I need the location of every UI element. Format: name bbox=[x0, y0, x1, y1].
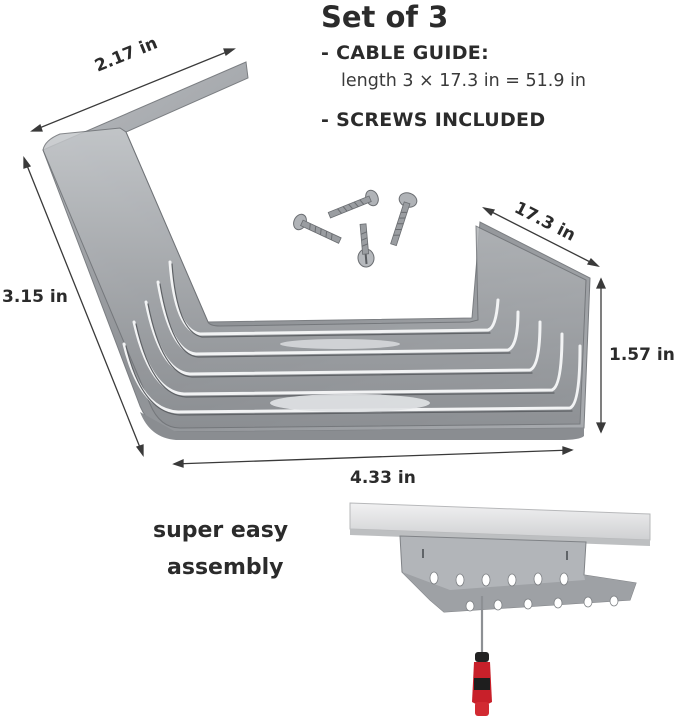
screw-4 bbox=[390, 192, 418, 247]
page-title: Set of 3 bbox=[321, 0, 449, 34]
assembly-line1: super easy bbox=[153, 518, 289, 543]
screw-1 bbox=[293, 213, 342, 244]
screwdriver-icon bbox=[472, 596, 492, 716]
dimension-lines bbox=[23, 48, 607, 468]
dim-label-bottom-width: 4.33 in bbox=[350, 468, 416, 488]
cable-guide-stack bbox=[42, 61, 591, 440]
dim-label-left-height: 3.15 in bbox=[2, 287, 68, 307]
dim-line-left-height bbox=[23, 157, 144, 456]
dim-line-depth bbox=[483, 207, 599, 267]
dim-line-top-width bbox=[31, 48, 235, 132]
screws bbox=[293, 189, 418, 268]
cable-guide-bullet: - CABLE GUIDE: bbox=[321, 42, 489, 64]
screws-included-bullet: - SCREWS INCLUDED bbox=[321, 109, 546, 131]
assembly-illustration bbox=[349, 502, 651, 716]
screw-2 bbox=[327, 189, 379, 219]
screw-3 bbox=[357, 223, 375, 268]
dim-line-bottom-width bbox=[173, 449, 573, 465]
cable-length-text: length 3 × 17.3 in = 51.9 in bbox=[341, 71, 587, 91]
assembly-line2: assembly bbox=[167, 555, 284, 580]
dim-label-right-height: 1.57 in bbox=[609, 345, 675, 365]
